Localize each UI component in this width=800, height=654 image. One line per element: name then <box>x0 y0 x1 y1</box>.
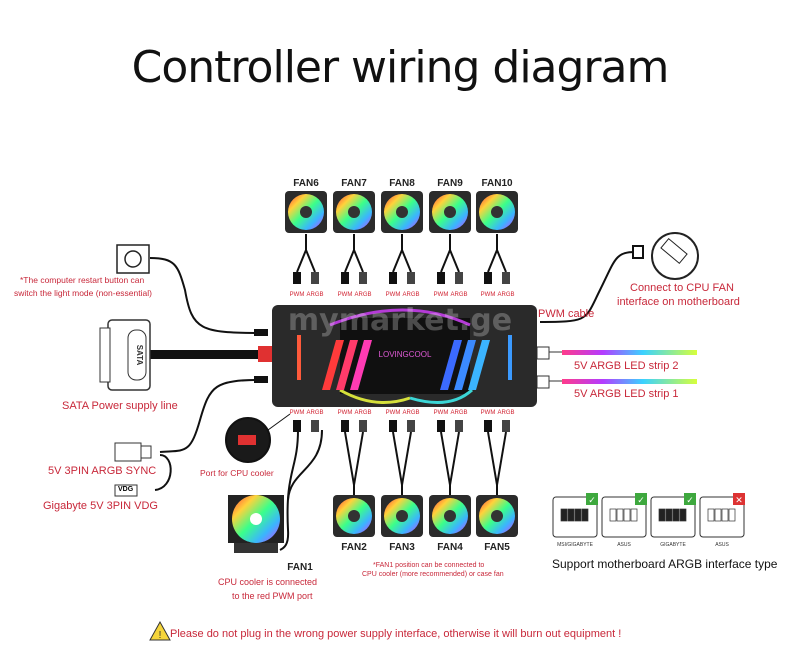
check-icon <box>635 493 647 505</box>
argb-sync-label: 5V 3PIN ARGB SYNC <box>48 465 157 477</box>
fan-label-fan5: FAN5 <box>484 542 510 553</box>
cpu-port-label: Port for CPU cooler <box>200 468 274 478</box>
port-pwm-bottom: PWM <box>385 410 401 416</box>
port-pwm-top: PWM <box>433 292 449 298</box>
fan1-label: FAN1 <box>287 562 313 573</box>
fan-label-fan2: FAN2 <box>341 542 367 553</box>
argb-sync-plug-icon <box>114 442 142 462</box>
strip1-plug-icon <box>536 375 550 389</box>
svg-text:!: ! <box>159 630 162 641</box>
port-pwm-top: PWM <box>480 292 496 298</box>
svg-text:✓: ✓ <box>588 496 596 506</box>
check-icon <box>684 493 696 505</box>
warning-text: Please do not plug in the wrong power su… <box>170 628 622 640</box>
fan-label-fan4: FAN4 <box>437 542 463 553</box>
port-argb-bottom: ARGB <box>354 410 372 416</box>
strip2-plug-icon <box>536 346 550 360</box>
port-pwm-bottom: PWM <box>433 410 449 416</box>
svg-text:✓: ✓ <box>686 496 694 506</box>
port-pwm-top: PWM <box>337 292 353 298</box>
port-argb-top: ARGB <box>450 292 468 298</box>
warning-icon <box>149 620 171 641</box>
fan-icon-fan8 <box>381 191 423 233</box>
vdg-label: Gigabyte 5V 3PIN VDG <box>43 500 158 512</box>
fan-label-fan6: FAN6 <box>293 178 319 189</box>
fan-icon-fan10 <box>476 191 518 233</box>
fan-label-fan7: FAN7 <box>341 178 367 189</box>
led-strip-2 <box>562 350 697 355</box>
fan-icon-fan4 <box>429 495 471 537</box>
port-argb-bottom: ARGB <box>402 410 420 416</box>
port-pwm-bottom: PWM <box>289 410 305 416</box>
fan-label-fan10: FAN10 <box>481 178 513 189</box>
fan-icon-fan2 <box>333 495 375 537</box>
port-pwm-bottom: PWM <box>480 410 496 416</box>
sata-connector-icon <box>99 319 151 391</box>
port-argb-bottom: ARGB <box>497 410 515 416</box>
port-argb-bottom: ARGB <box>306 410 324 416</box>
fan-icon-fan5 <box>476 495 518 537</box>
fan-icon-fan6 <box>285 191 327 233</box>
fan1-note-2: CPU cooler (more recommended) or case fa… <box>362 571 504 578</box>
restart-wire <box>149 257 263 334</box>
cooler-note-1: CPU cooler is connected <box>218 577 318 587</box>
interface-asus: ✓ <box>601 493 647 538</box>
interface-msi-gigabyte: ✓ <box>552 493 598 538</box>
interface-name-label: ASUS <box>617 542 631 548</box>
argb-sync-wire <box>159 379 263 453</box>
interface-name-label: GIGABYTE <box>660 542 686 548</box>
sata-label: SATA Power supply line <box>62 400 178 412</box>
strip1-label: 5V ARGB LED strip 1 <box>574 388 679 400</box>
port-pwm-top: PWM <box>289 292 305 298</box>
port-argb-top: ARGB <box>354 292 372 298</box>
port-pwm-top: PWM <box>385 292 401 298</box>
pwm-cable-label: PWM cable <box>538 308 595 320</box>
port-pwm-bottom: PWM <box>337 410 353 416</box>
sata-plug <box>258 346 272 362</box>
port-argb-top: ARGB <box>402 292 420 298</box>
strip2-label: 5V ARGB LED strip 2 <box>574 360 679 372</box>
fan-icon-fan9 <box>429 191 471 233</box>
interface-gigabyte: ✓ <box>650 493 696 538</box>
vdg-tag: VDG <box>118 486 134 493</box>
port-argb-bottom: ARGB <box>450 410 468 416</box>
cpu-cooler-icon <box>228 495 284 553</box>
sata-cable <box>150 350 262 359</box>
svg-text:✕: ✕ <box>735 496 743 506</box>
restart-note-1: *The computer restart button can <box>20 275 145 285</box>
cpu-fan-label-1: Connect to CPU FAN <box>630 282 734 294</box>
vdg-plug-icon <box>114 484 138 497</box>
port-argb-top: ARGB <box>306 292 324 298</box>
cross-icon <box>733 493 745 505</box>
brand-logo: LOVINGCOOL <box>379 350 432 359</box>
watermark: mymarket.ge <box>288 303 512 338</box>
interface-asus: ✕ <box>699 493 745 538</box>
fan-label-fan9: FAN9 <box>437 178 463 189</box>
port-argb-top: ARGB <box>497 292 515 298</box>
svg-text:✓: ✓ <box>637 496 645 506</box>
sata-text: SATA <box>135 345 144 366</box>
fan-icon-fan7 <box>333 191 375 233</box>
controller-hub <box>272 305 537 407</box>
fan-label-fan8: FAN8 <box>389 178 415 189</box>
interface-name-label: MSI/GIGABYTE <box>557 542 593 548</box>
check-icon <box>586 493 598 505</box>
restart-button-icon <box>116 244 150 274</box>
cpu-fan-label-2: interface on motherboard <box>617 296 740 308</box>
fan-icon-fan3 <box>381 495 423 537</box>
fan1-note-1: *FAN1 position can be connected to <box>373 562 485 569</box>
pwm-cable-wire <box>539 251 636 323</box>
interfaces-title: Support motherboard ARGB interface type <box>552 557 778 571</box>
led-strip-1 <box>562 379 697 384</box>
fan-label-fan3: FAN3 <box>389 542 415 553</box>
restart-note-2: switch the light mode (non-essential) <box>14 288 152 298</box>
interface-name-label: ASUS <box>715 542 729 548</box>
cooler-note-2: to the red PWM port <box>232 591 313 601</box>
page-title: Controller wiring diagram <box>131 42 670 93</box>
vdg-wire <box>154 454 172 491</box>
